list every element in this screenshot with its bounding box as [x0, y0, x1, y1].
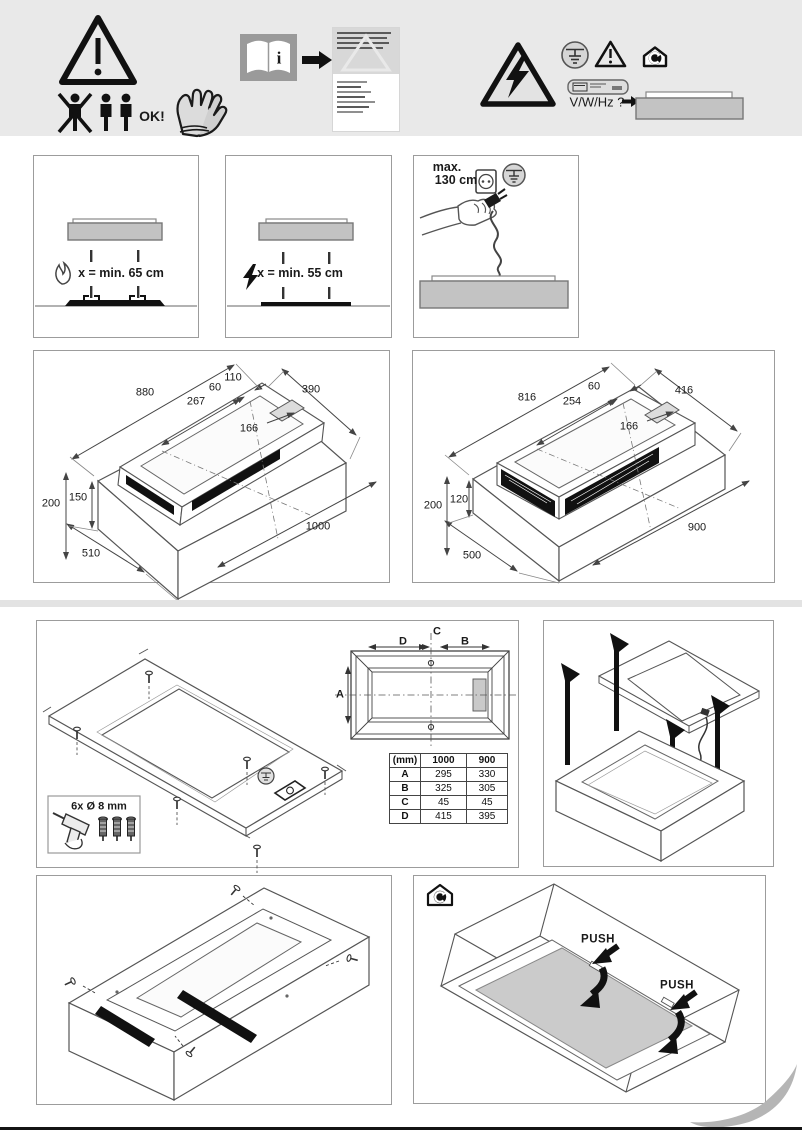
ground-icon [561, 41, 589, 69]
adults-ok-icon [100, 93, 132, 131]
fixing-screws-panel [36, 875, 392, 1105]
dim-1000: 1000 [305, 520, 331, 533]
table-col-900: 900 [466, 753, 508, 768]
gloves-icon [176, 88, 228, 138]
frame-mounting-panel: 6x Ø 8 mm C D B A (mm) 1000 900 A 295 33… [36, 620, 519, 874]
dim-166: 166 [619, 420, 639, 433]
flame-icon [55, 260, 71, 285]
drill-size-label: 6x Ø 8 mm [71, 800, 127, 813]
corner-screws [64, 884, 358, 1058]
dimensions-900-drawing [444, 362, 750, 584]
vent-grilles [95, 990, 257, 1047]
table-col-1000: 1000 [420, 753, 467, 768]
dim-500: 500 [462, 549, 482, 562]
plug-hand-diagram [419, 163, 569, 309]
gas-clearance-label: x = min. 65 cm [78, 265, 164, 280]
warning-triangle-icon [59, 15, 137, 85]
gas-clearance-diagram [35, 218, 197, 307]
dim-416: 416 [674, 384, 694, 397]
warning-small-icon [594, 40, 627, 68]
electric-hazard-icon [480, 42, 556, 107]
dimensions-1000-panel: 880 60 110 267 390 166 150 200 1000 510 [33, 350, 390, 602]
power-rating-query-label: V/W/Hz ? [569, 94, 625, 110]
dimensions-1000-drawing [63, 363, 377, 602]
ground-icon [257, 767, 275, 785]
lightning-icon [243, 264, 258, 290]
dim-900: 900 [687, 521, 707, 534]
dim-120: 120 [449, 493, 469, 506]
table-row: C 45 45 [389, 795, 508, 810]
dim-60: 60 [587, 380, 601, 393]
power-cable [489, 210, 502, 278]
dim-60: 60 [208, 381, 222, 394]
hood-lift-drawing [554, 633, 761, 863]
dim-267: 267 [186, 395, 206, 408]
hand-with-plug [419, 188, 508, 236]
electric-clearance-diagram [227, 218, 390, 307]
power-cable-panel: max. 130 cm [413, 155, 579, 338]
table-row: D 415 395 [389, 809, 508, 824]
dimensions-900-panel: 816 60 254 416 166 120 200 900 500 [412, 350, 775, 584]
recirculation-house-icon [426, 883, 454, 907]
page-curl [690, 1064, 797, 1128]
drill-icon [52, 812, 90, 850]
hood-product-icon [635, 91, 744, 120]
page-footer-rule [0, 1127, 802, 1130]
dim-166: 166 [239, 422, 259, 435]
read-manual-icon [240, 34, 297, 81]
max-length-label-1: max. [432, 159, 462, 174]
ok-label: OK! [139, 108, 165, 124]
table-row: A 295 330 [389, 767, 508, 782]
push-label-2: PUSH [660, 979, 694, 992]
ceiling-cutout-top-view [335, 633, 519, 747]
dim-letter-c: C [433, 625, 441, 638]
dim-510: 510 [81, 547, 101, 560]
dim-150: 150 [68, 491, 88, 504]
dim-letter-b: B [461, 635, 469, 648]
push-panel-drawing [426, 883, 741, 1093]
gas-clearance-panel: x = min. 65 cm [33, 155, 199, 338]
arrow-right-icon [302, 51, 332, 69]
mounting-frame-drawing [42, 633, 519, 874]
table-row: B 325 305 [389, 781, 508, 796]
push-arrows [580, 943, 698, 1054]
fixing-screws-drawing [64, 884, 371, 1102]
hood-lift-panel [543, 620, 774, 867]
electric-clearance-label: x = min. 55 cm [257, 265, 343, 280]
recirculation-house-icon [642, 46, 668, 68]
dim-110: 110 [224, 371, 242, 384]
socket-icon [273, 780, 307, 801]
cutout-dimensions-table: (mm) 1000 900 A 295 330 B 325 305 C 45 4… [389, 753, 508, 824]
dim-200: 200 [41, 497, 61, 510]
dim-letter-d: D [399, 635, 407, 648]
dim-816: 816 [517, 391, 537, 404]
dim-254: 254 [562, 395, 582, 408]
dim-letter-a: A [336, 688, 344, 701]
ground-icon [502, 163, 526, 187]
arrow-right-small-icon [622, 96, 639, 107]
dim-390: 390 [301, 383, 321, 396]
no-children-icon [57, 92, 93, 134]
instruction-leaflet [333, 28, 399, 131]
electric-clearance-panel: x = min. 55 cm [225, 155, 392, 338]
push-label-1: PUSH [581, 933, 615, 946]
rating-plate-icon [567, 79, 629, 95]
section-divider [0, 600, 802, 607]
dim-200: 200 [423, 499, 443, 512]
max-length-label-2: 130 cm [434, 172, 478, 187]
info-i-label: i [276, 48, 282, 68]
table-unit-header: (mm) [389, 753, 421, 768]
wall-plug-icons [98, 816, 136, 841]
dim-880: 880 [135, 386, 155, 399]
push-panel: PUSH PUSH [413, 875, 766, 1104]
